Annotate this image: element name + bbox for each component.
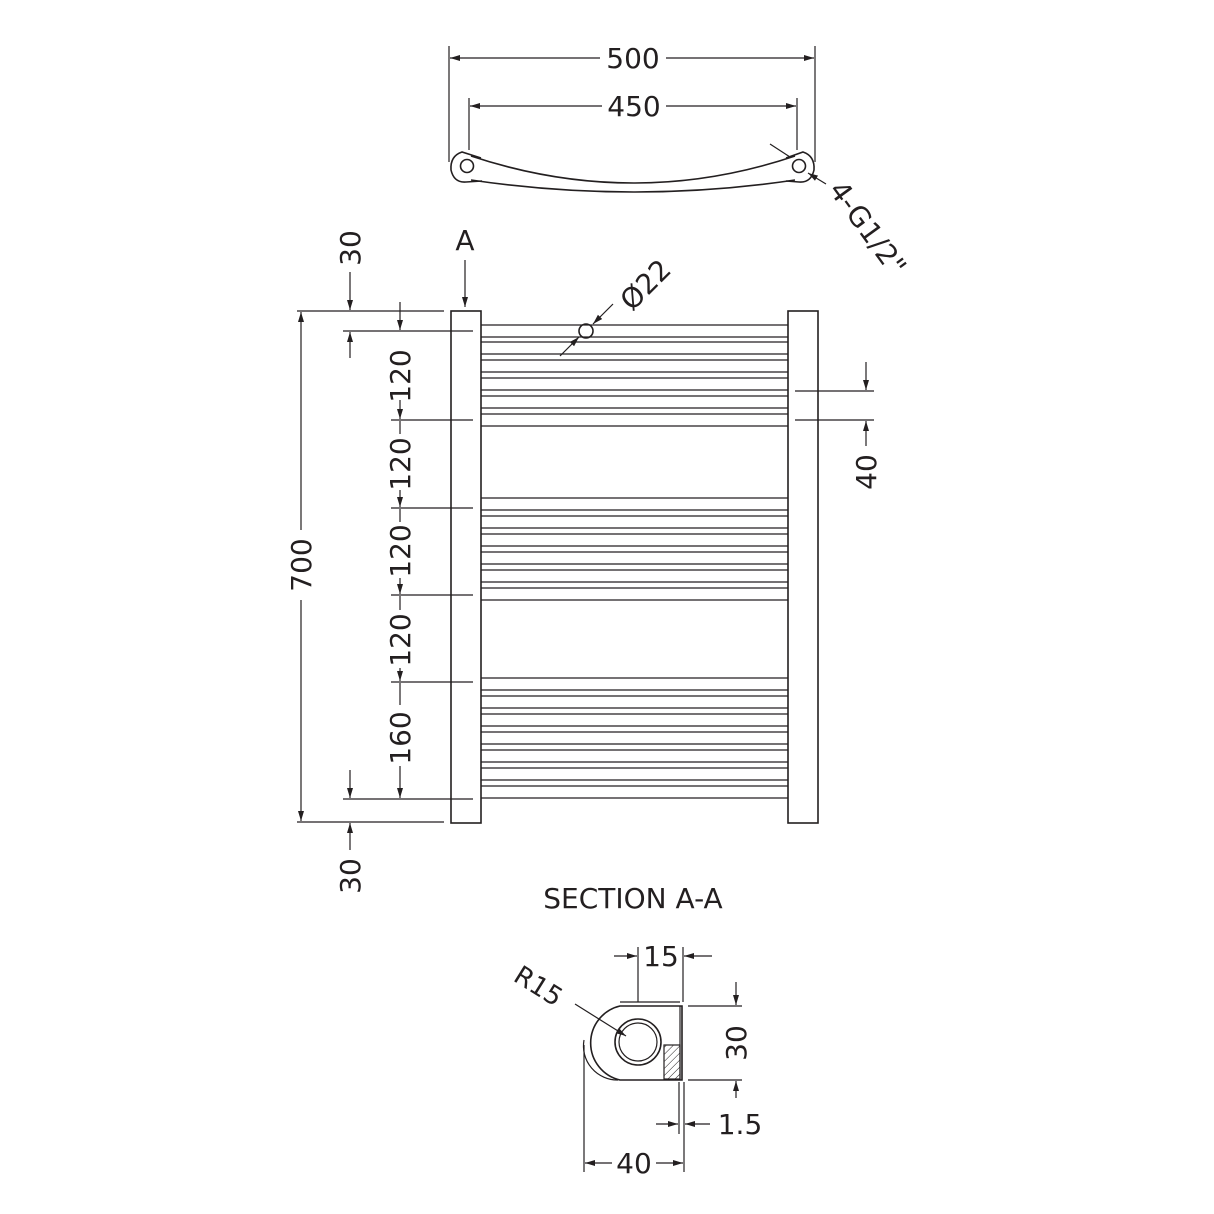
section-tube-inner-icon xyxy=(618,1022,658,1062)
rail-pitch-label-4: 120 xyxy=(384,613,417,666)
diameter-leader xyxy=(559,336,580,357)
rail-group-bottom xyxy=(481,677,788,799)
radius-label: R15 xyxy=(508,960,567,1013)
section-profile-edge xyxy=(582,1039,619,1081)
curved-bar-front xyxy=(470,155,796,184)
overall-height-label: 700 xyxy=(285,538,318,591)
rail-pitch-label-1: 120 xyxy=(384,349,417,402)
left-connection-icon xyxy=(459,158,475,174)
section-wall-hatch xyxy=(663,1044,681,1080)
section-depth-label: 40 xyxy=(616,1147,652,1180)
top-offset-label: 30 xyxy=(334,230,367,266)
section-height-label: 30 xyxy=(720,1025,753,1061)
rail-group-middle xyxy=(481,497,788,601)
bottom-offset-label: 30 xyxy=(334,858,367,894)
rail-pitch-label-2: 120 xyxy=(384,437,417,490)
tube-diameter-label: Ø22 xyxy=(614,253,678,317)
diameter-leader xyxy=(592,303,614,325)
rail-group-top xyxy=(481,324,788,427)
section-title: SECTION A-A xyxy=(543,882,722,915)
curved-bar-back xyxy=(470,179,796,193)
wall-thickness-label: 1.5 xyxy=(718,1108,763,1141)
flat-width-label: 15 xyxy=(643,940,679,973)
right-connection-icon xyxy=(791,158,807,174)
overall-width-label: 500 xyxy=(606,42,659,75)
rail-pitch-label-5: 160 xyxy=(384,711,417,764)
radius-leader xyxy=(574,1003,627,1037)
tube-diameter-icon xyxy=(578,323,594,339)
section-marker-label: A xyxy=(455,224,474,257)
rail-pitch-label-3: 120 xyxy=(384,524,417,577)
section-profile-outer xyxy=(589,1005,683,1081)
right-vertical-bar xyxy=(787,310,819,824)
left-vertical-bar xyxy=(450,310,482,824)
section-view: SECTION A-A R15 15 30 1.5 40 xyxy=(508,882,762,1180)
front-view: A xyxy=(285,224,883,894)
connection-leader xyxy=(769,143,791,158)
section-tube-outer-icon xyxy=(614,1018,662,1066)
right-spacing-label: 40 xyxy=(850,454,883,490)
left-end-cap xyxy=(450,151,483,183)
connections-label: 4-G1/2" xyxy=(822,175,913,282)
centres-label: 450 xyxy=(607,90,660,123)
top-view: 500 450 4-G1/2" xyxy=(448,42,913,282)
right-end-cap xyxy=(785,151,815,183)
connection-leader xyxy=(807,172,827,185)
